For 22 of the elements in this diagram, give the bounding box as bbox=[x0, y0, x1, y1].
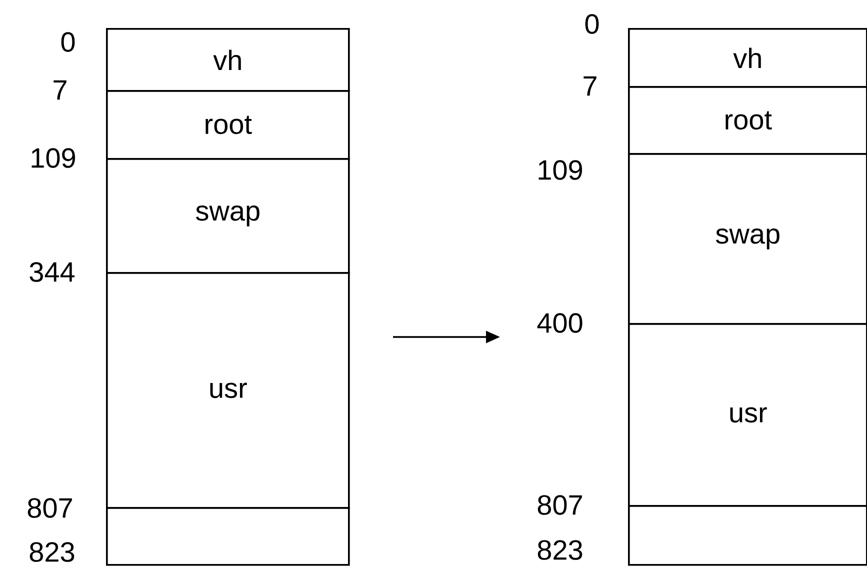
partition-box: vh bbox=[106, 28, 350, 92]
partition-box: usr bbox=[106, 272, 350, 509]
partition-box: usr bbox=[628, 323, 867, 507]
partition-box: root bbox=[628, 86, 867, 155]
empty-partition-box bbox=[106, 507, 350, 566]
sector-number: 109 bbox=[32, 148, 76, 168]
sector-number: 0 bbox=[585, 14, 599, 34]
sector-number: 7 bbox=[54, 80, 66, 100]
sector-number: 109 bbox=[538, 160, 582, 180]
sector-number: 823 bbox=[538, 540, 582, 560]
sector-number: 823 bbox=[30, 542, 74, 562]
partition-box: vh bbox=[628, 28, 867, 88]
sector-number: 344 bbox=[30, 262, 75, 282]
partition-box: swap bbox=[106, 158, 350, 274]
sector-number: 0 bbox=[61, 32, 75, 52]
partition-box: root bbox=[106, 90, 350, 160]
sector-number: 7 bbox=[584, 76, 596, 96]
sector-number: 807 bbox=[28, 498, 72, 518]
sector-number: 807 bbox=[538, 495, 582, 515]
sector-number: 400 bbox=[537, 313, 582, 333]
partition-box: swap bbox=[628, 153, 867, 325]
empty-partition-box bbox=[628, 505, 867, 566]
